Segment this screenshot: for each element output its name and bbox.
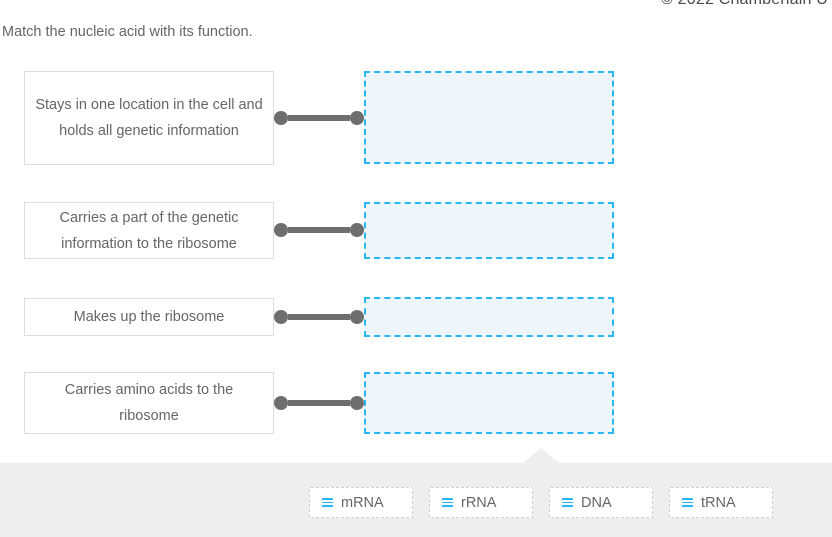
- link-connector-icon-4: [274, 396, 364, 410]
- dropzone-4[interactable]: [364, 372, 614, 434]
- question-prompt: Match the nucleic acid with its function…: [2, 24, 253, 40]
- connector-dot-left: [274, 396, 288, 410]
- dropzone-1[interactable]: [364, 71, 614, 164]
- dropzone-2[interactable]: [364, 202, 614, 259]
- prompt-box-4: Carries amino acids to the ribosome: [24, 372, 274, 434]
- matching-rows: Stays in one location in the cell and ho…: [24, 71, 614, 434]
- answer-chip-rrna[interactable]: rRNA: [429, 487, 533, 518]
- drag-handle-icon[interactable]: [322, 498, 333, 507]
- connector-dot-left: [274, 310, 288, 324]
- connector-dot-right: [350, 111, 364, 125]
- link-connector-icon-1: [274, 111, 364, 125]
- prompt-box-2: Carries a part of the genetic informatio…: [24, 202, 274, 259]
- connector-dot-right: [350, 223, 364, 237]
- answer-chip-mrna[interactable]: mRNA: [309, 487, 413, 518]
- drag-handle-icon[interactable]: [682, 498, 693, 507]
- connector-bar: [288, 227, 350, 233]
- link-connector-icon-3: [274, 310, 364, 324]
- connector-dot-right: [350, 310, 364, 324]
- answer-chip-label: tRNA: [701, 494, 736, 511]
- prompt-box-1: Stays in one location in the cell and ho…: [24, 71, 274, 165]
- connector-dot-right: [350, 396, 364, 410]
- connector-bar: [288, 400, 350, 406]
- connector-dot-left: [274, 111, 288, 125]
- connector-bar: [288, 314, 350, 320]
- tray-caret-icon: [522, 448, 560, 464]
- answer-chip-dna[interactable]: DNA: [549, 487, 653, 518]
- answer-chip-trna[interactable]: tRNA: [669, 487, 773, 518]
- answer-chip-label: mRNA: [341, 494, 384, 511]
- drag-handle-icon[interactable]: [562, 498, 573, 507]
- answer-chip-list: mRNA rRNA DNA tRNA: [0, 487, 832, 518]
- drag-handle-icon[interactable]: [442, 498, 453, 507]
- dropzone-3[interactable]: [364, 297, 614, 337]
- connector-dot-left: [274, 223, 288, 237]
- prompt-box-3: Makes up the ribosome: [24, 298, 274, 336]
- answer-chip-label: rRNA: [461, 494, 497, 511]
- link-connector-icon-2: [274, 223, 364, 237]
- answer-chip-label: DNA: [581, 494, 612, 511]
- connector-bar: [288, 115, 350, 121]
- copyright-notice: © 2022 Chamberlain U: [661, 0, 828, 9]
